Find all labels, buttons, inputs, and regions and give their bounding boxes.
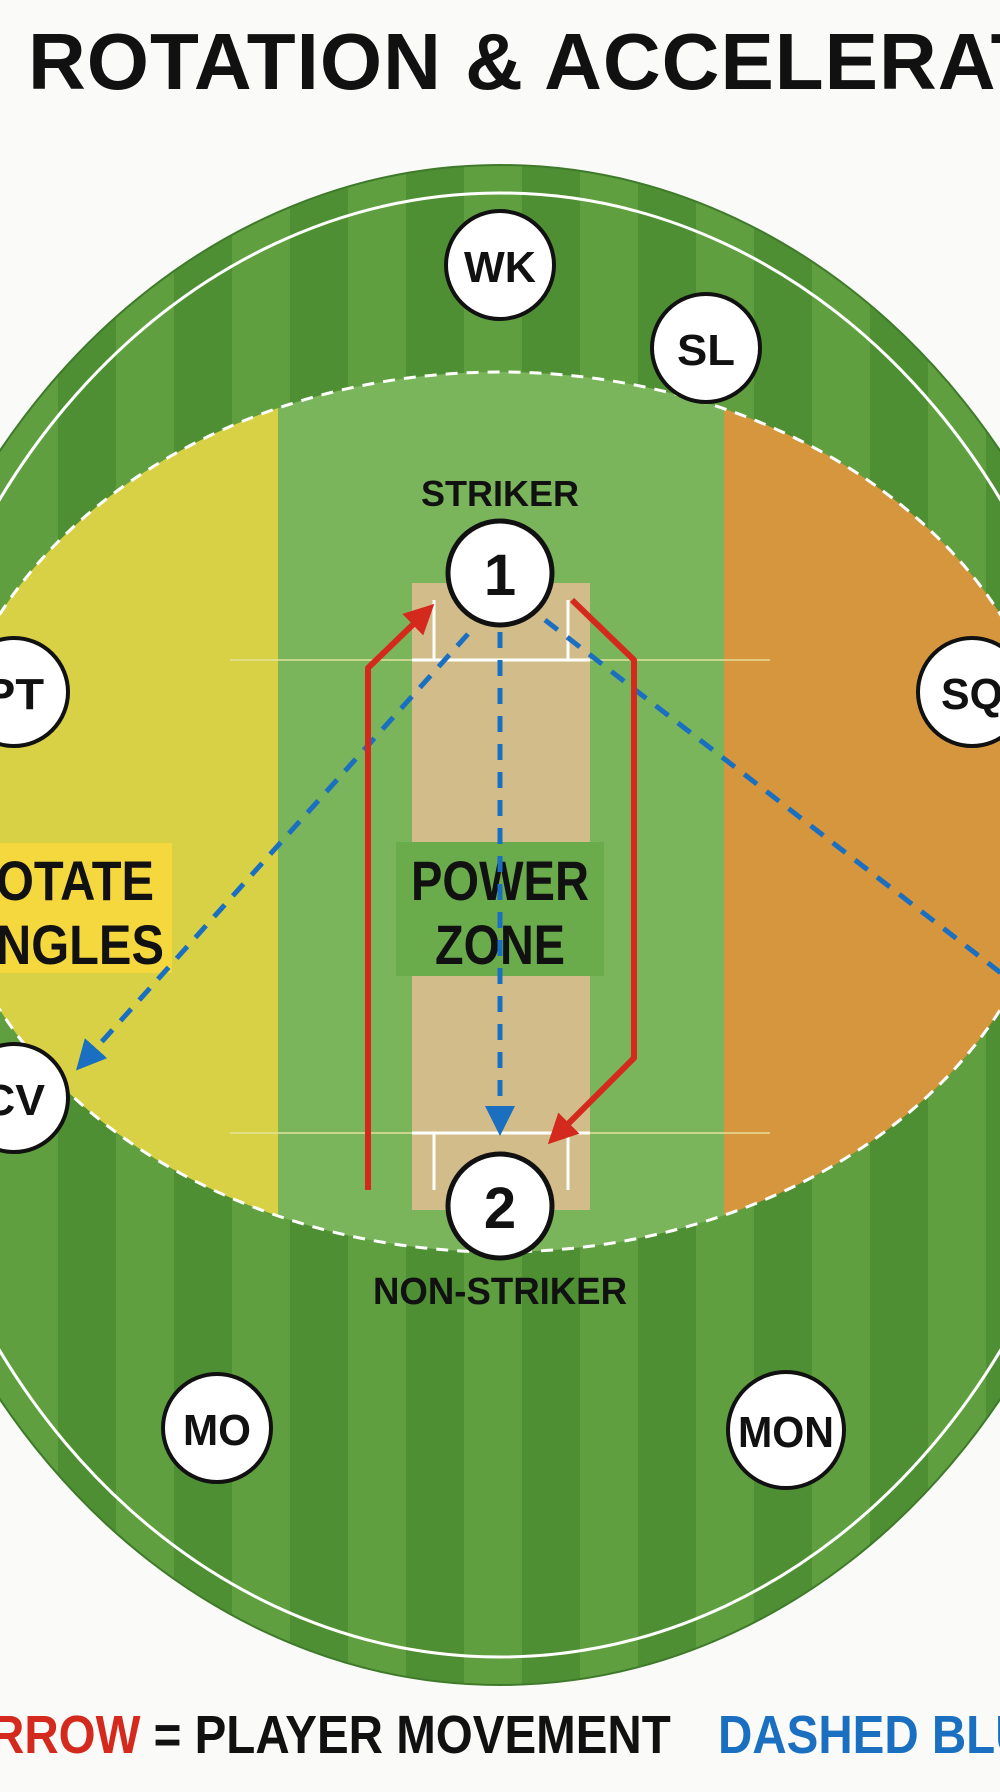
inner-circle-zones [0,372,1000,1252]
rotate-zone-label-line2: NGLES [0,913,164,976]
striker-number: 1 [484,543,516,608]
run-arrow-non-striker [547,597,637,1145]
fielder-mo[interactable]: MO [161,1372,273,1484]
non-striker-marker[interactable]: 2 [445,1151,555,1261]
fielder-mon[interactable]: MON [726,1370,846,1490]
non-striker-number: 2 [484,1176,516,1241]
run-arrow-striker [365,603,435,1190]
cover-pass-arrow [75,632,470,1071]
fielder-sq-label: SQ [941,670,1000,719]
non-striker-label: NON-STRIKER [373,1271,627,1313]
fielder-pt[interactable]: PT [0,636,70,748]
legend-arrow-word: RROW [0,1705,141,1765]
legend-movement-text: = PLAYER MOVEMENT [140,1705,671,1765]
page-title: ROTATION & ACCELERAT [28,17,1000,106]
boundary-rope [0,191,1000,1659]
fielder-wk[interactable]: WK [444,209,556,321]
fielder-mon-label: MON [738,1408,834,1457]
fielder-wk-label: WK [464,243,536,292]
rotate-zone-label-bg [0,843,172,973]
fielder-cv[interactable]: CV [0,1042,70,1154]
fielder-sq[interactable]: SQ [916,636,1000,748]
striker-marker[interactable]: 1 [445,518,555,628]
square-pass-arrow [543,618,1000,976]
fielder-cv-label: CV [0,1076,46,1125]
fielder-pt-label: PT [0,670,44,719]
fielder-sl[interactable]: SL [650,292,762,404]
fielder-sl-label: SL [677,326,735,375]
fielder-mo-label: MO [183,1406,251,1455]
legend-movement: RROW = PLAYER MOVEMENT [0,1708,671,1762]
striker-label: STRIKER [421,473,579,514]
rotate-zone-label-line1: OTATE [0,849,154,912]
legend-dashed-blue: DASHED BLU [718,1705,1000,1765]
